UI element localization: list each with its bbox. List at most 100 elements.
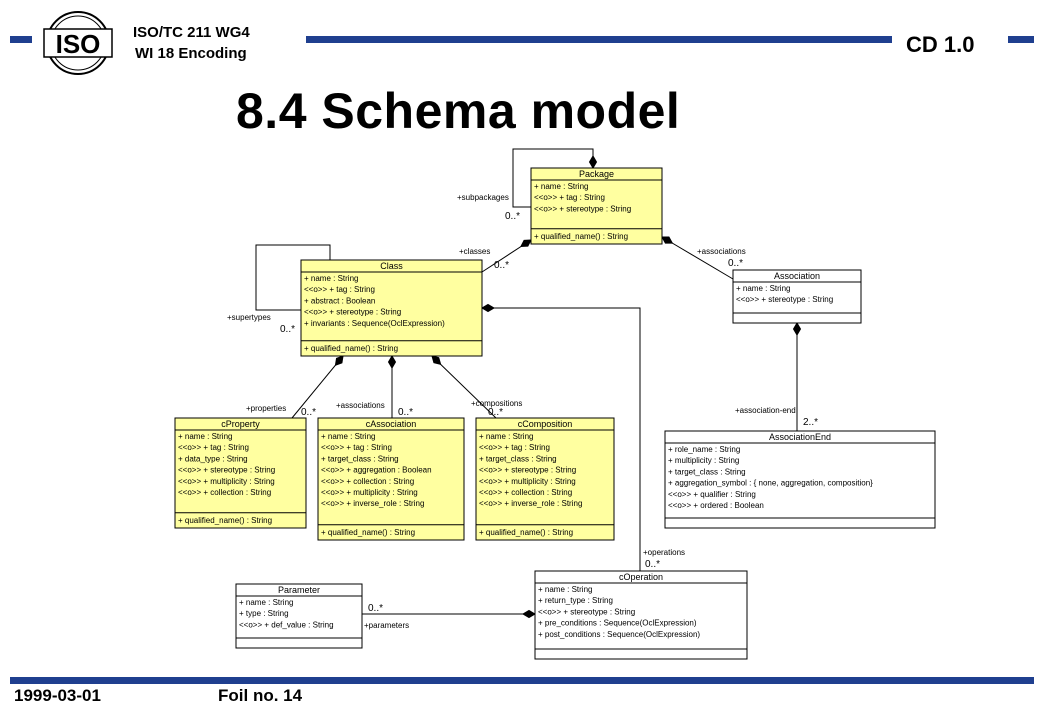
role-label-association-end-mult: 2..* — [803, 417, 818, 428]
class-attribute: + target_class : String — [321, 454, 399, 463]
class-attribute: + return_type : String — [538, 596, 613, 605]
class-attribute: + target_class : String — [479, 454, 557, 463]
iso-logo-text: ISO — [56, 29, 101, 59]
composition-diamond-icon — [661, 236, 674, 244]
footer-bar — [10, 677, 1034, 684]
role-label-classes: +classes — [459, 247, 490, 256]
class-box-class: Class + name : String <<o>> + tag : String… — [300, 259, 483, 357]
class-operation: + qualified_name() : String — [304, 344, 398, 353]
class-operation: + qualified_name() : String — [178, 516, 272, 525]
class-attribute: <<o>> + tag : String — [321, 443, 392, 452]
class-attribute: + role_name : String — [668, 445, 740, 454]
class-attribute: + aggregation_symbol : { none, aggregati… — [668, 479, 873, 488]
role-label-subpackages-mult: 0..* — [505, 211, 520, 222]
composition-diamond-icon — [520, 239, 532, 248]
class-box-cassociation: cAssociation + name : String <<o>> + tag :… — [317, 417, 465, 541]
class-attribute: <<o>> + stereotype : String — [479, 466, 576, 475]
class-attribute: + name : String — [321, 432, 375, 441]
role-label-properties-mult: 0..* — [301, 407, 316, 418]
class-box-cproperty: cProperty+ name : String<<o>> + tag : St… — [174, 417, 307, 529]
class-attribute: + name : String — [538, 585, 592, 594]
class-attribute: <<o>> + stereotype : String — [304, 308, 401, 317]
composition-diamond-icon — [588, 155, 598, 169]
class-attribute: <<o>> + def_value : String — [239, 620, 334, 629]
header-bar-right — [1008, 36, 1034, 43]
class-name: Package — [579, 169, 614, 179]
link-operations — [482, 307, 641, 571]
class-box-package: Package + name : String <<o>> + tag : Stri… — [530, 167, 663, 245]
class-attribute: + name : String — [178, 432, 232, 441]
role-label-associations-cls-mult: 0..* — [398, 407, 413, 418]
role-label-supertypes-mult: 0..* — [280, 324, 295, 335]
link-package-associations — [661, 236, 734, 280]
class-box-parameter: Parameter + name : String + type : String <… — [235, 583, 363, 649]
composition-diamond-icon — [387, 355, 397, 369]
link-supertypes — [255, 244, 331, 311]
role-label-operations-mult: 0..* — [645, 559, 660, 570]
class-attribute: + name : String — [736, 284, 790, 293]
class-box-ccomposition: cComposition+ name : String<<o>> + tag :… — [475, 417, 615, 541]
link-properties — [291, 355, 344, 419]
class-attribute: + name : String — [534, 182, 588, 191]
class-box-coperation: cOperation + name : String + return_type :… — [534, 570, 748, 660]
role-label-compositions-mult: 0..* — [488, 407, 503, 418]
class-name: Class — [380, 261, 403, 271]
class-name: Association — [774, 271, 820, 281]
class-name: cOperation — [619, 572, 663, 582]
role-label-parameters: +parameters — [364, 621, 409, 630]
footer-date: 1999-03-01 — [14, 686, 101, 705]
class-attribute: <<o>> + qualifier : String — [668, 490, 756, 499]
class-attribute: + name : String — [239, 598, 293, 607]
version-label: CD 1.0 — [906, 32, 975, 57]
composition-diamond-icon — [481, 303, 495, 313]
org-line-2: WI 18 Encoding — [135, 45, 247, 62]
class-attribute: <<o>> + collection : String — [479, 488, 572, 497]
class-box-association: Association + name : String <<o>> + stereo… — [732, 269, 862, 324]
header-bar-left — [10, 36, 32, 43]
role-label-association-end: +association-end — [735, 406, 796, 415]
class-attribute: <<o>> + collection : String — [178, 488, 271, 497]
class-attribute: <<o>> + multiplicity : String — [321, 488, 418, 497]
class-attribute: <<o>> + stereotype : String — [534, 204, 631, 213]
class-operation: + qualified_name() : String — [534, 232, 628, 241]
role-label-subpackages: +subpackages — [457, 193, 509, 202]
header-bar-middle — [306, 36, 892, 43]
class-attribute: + target_class : String — [668, 467, 746, 476]
class-attribute: <<o>> + stereotype : String — [736, 295, 833, 304]
class-attribute: <<o>> + tag : String — [178, 443, 249, 452]
class-attribute: <<o>> + multiplicity : String — [178, 477, 275, 486]
role-label-classes-mult: 0..* — [494, 260, 509, 271]
composition-diamond-icon — [792, 322, 802, 336]
org-line-1: ISO/TC 211 WG4 — [133, 24, 250, 41]
class-attribute: + data_type : String — [178, 454, 248, 463]
class-name: Parameter — [278, 585, 320, 595]
class-attribute: <<o>> + multiplicity : String — [479, 477, 576, 486]
role-label-compositions: +compositions — [471, 399, 522, 408]
iso-logo: ISO — [43, 11, 113, 75]
class-name: cComposition — [518, 419, 573, 429]
class-attribute: <<o>> + tag : String — [304, 285, 375, 294]
class-attribute: <<o>> + inverse_role : String — [321, 499, 424, 508]
composition-diamond-icon — [522, 609, 536, 619]
class-attribute: <<o>> + stereotype : String — [178, 466, 275, 475]
composition-diamond-icon — [334, 355, 344, 367]
class-attribute: <<o>> + collection : String — [321, 477, 414, 486]
class-attribute: + name : String — [304, 274, 358, 283]
class-attribute: <<o>> + tag : String — [479, 443, 550, 452]
role-label-associations-pkg-mult: 0..* — [728, 258, 743, 269]
class-attribute: + abstract : Boolean — [304, 296, 375, 305]
role-label-operations: +operations — [643, 548, 685, 557]
class-attribute: + pre_conditions : Sequence(OclExpressio… — [538, 619, 697, 628]
role-label-associations-pkg: +associations — [697, 247, 746, 256]
class-attribute: <<o>> + tag : String — [534, 193, 605, 202]
page-title: 8.4 Schema model — [236, 83, 681, 139]
class-name: cAssociation — [366, 419, 417, 429]
link-subpackages — [512, 148, 594, 208]
class-operation: + qualified_name() : String — [479, 528, 573, 537]
role-label-properties: +properties — [246, 404, 286, 413]
class-attribute: + multiplicity : String — [668, 456, 739, 465]
class-operation: + qualified_name() : String — [321, 528, 415, 537]
class-attribute: + type : String — [239, 609, 289, 618]
class-box-associationend: AssociationEnd+ role_name : String+ mult… — [664, 430, 936, 529]
